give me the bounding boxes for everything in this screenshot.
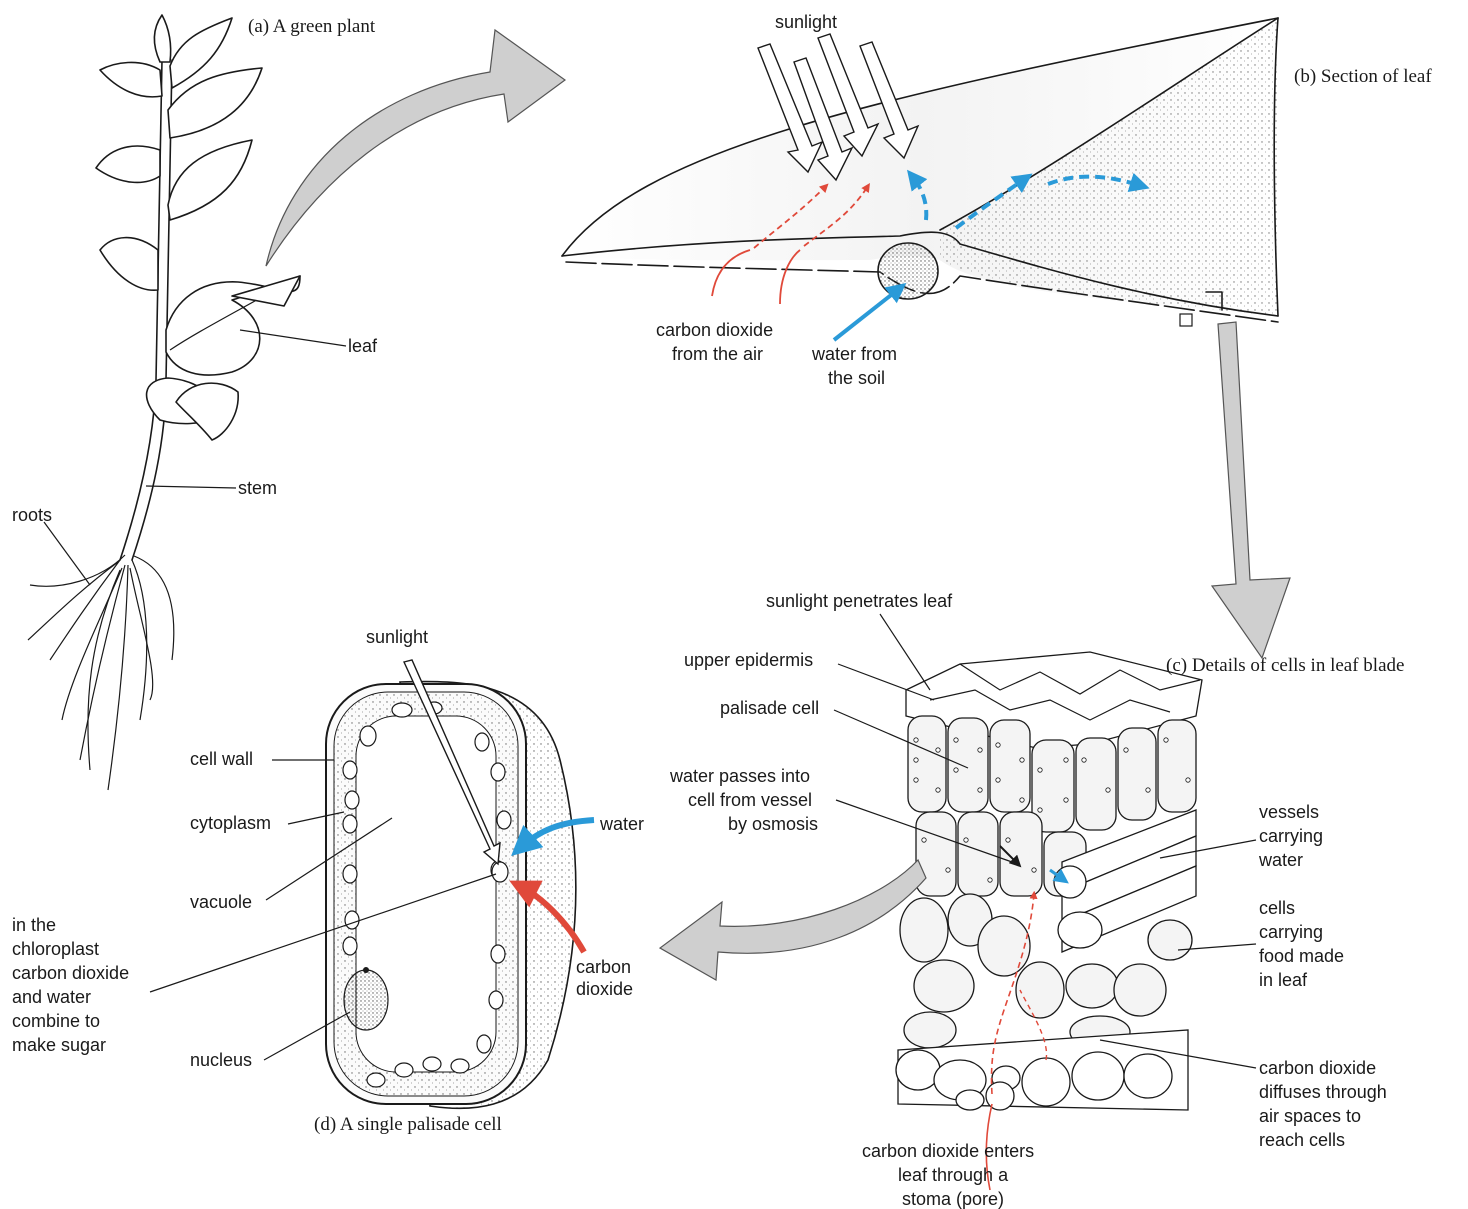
stem-leader [146,486,236,488]
label-water-passes-3: by osmosis [728,814,818,834]
palisade-cell-drawing [326,660,594,1108]
label-co2-from-air-1: carbon dioxide [656,320,773,340]
green-plant-drawing [28,15,300,790]
label-water-cell: water [599,814,644,834]
caption-green-plant: (a) A green plant [248,16,376,37]
label-vessels-3: water [1258,850,1303,870]
leaf-cells-block [896,652,1202,1190]
label-stem: stem [238,478,277,498]
arrow-plant-to-section [266,30,565,266]
label-leaf: leaf [348,336,378,356]
label-sunlight-penetrates: sunlight penetrates leaf [766,591,953,611]
label-upper-epidermis: upper epidermis [684,650,813,670]
caption-details-of-cells: (c) Details of cells in leaf blade [1166,655,1404,676]
label-co2-diffuses-3: air spaces to [1259,1106,1361,1126]
label-food-cells-2: carrying [1259,922,1323,942]
caption-single-palisade-cell: (d) A single palisade cell [314,1114,502,1135]
label-food-cells-1: cells [1259,898,1295,918]
label-co2-enters-3: stoma (pore) [902,1189,1004,1209]
label-co2-diffuses-1: carbon dioxide [1259,1058,1376,1078]
arrow-section-to-details [1212,322,1290,658]
label-co2-cell-2: dioxide [576,979,633,999]
label-vessels-2: carrying [1259,826,1323,846]
label-chloroplast-1: in the [12,915,56,935]
label-co2-diffuses-2: diffuses through [1259,1082,1387,1102]
upper-epidermis-leader [838,664,934,700]
label-water-from-soil-2: the soil [828,368,885,388]
label-co2-enters-1: carbon dioxide enters [862,1141,1034,1161]
label-water-passes-1: water passes into [669,766,810,786]
label-sunlight-section: sunlight [775,12,837,32]
label-co2-enters-2: leaf through a [898,1165,1009,1185]
label-chloroplast-5: combine to [12,1011,100,1031]
roots-leader [44,522,90,585]
label-vacuole: vacuole [190,892,252,912]
caption-section-of-leaf: (b) Section of leaf [1294,66,1432,87]
label-roots: roots [12,505,52,525]
label-water-from-soil-1: water from [811,344,897,364]
label-chloroplast-4: and water [12,987,91,1007]
label-vessels-1: vessels [1259,802,1319,822]
label-chloroplast-3: carbon dioxide [12,963,129,983]
label-nucleus: nucleus [190,1050,252,1070]
label-cytoplasm: cytoplasm [190,813,271,833]
label-chloroplast-2: chloroplast [12,939,99,959]
label-co2-diffuses-4: reach cells [1259,1130,1345,1150]
label-co2-from-air-2: from the air [672,344,763,364]
label-sunlight-cell: sunlight [366,627,428,647]
label-food-cells-3: food made [1259,946,1344,966]
sunlight-penetrates-leader [880,614,930,690]
label-food-cells-4: in leaf [1259,970,1308,990]
label-water-passes-2: cell from vessel [688,790,812,810]
label-cell-wall: cell wall [190,749,253,769]
label-chloroplast-6: make sugar [12,1035,106,1055]
label-palisade-cell: palisade cell [720,698,819,718]
label-co2-cell-1: carbon [576,957,631,977]
leaf-section-drawing [562,18,1278,326]
arrow-details-to-cell [660,860,926,980]
